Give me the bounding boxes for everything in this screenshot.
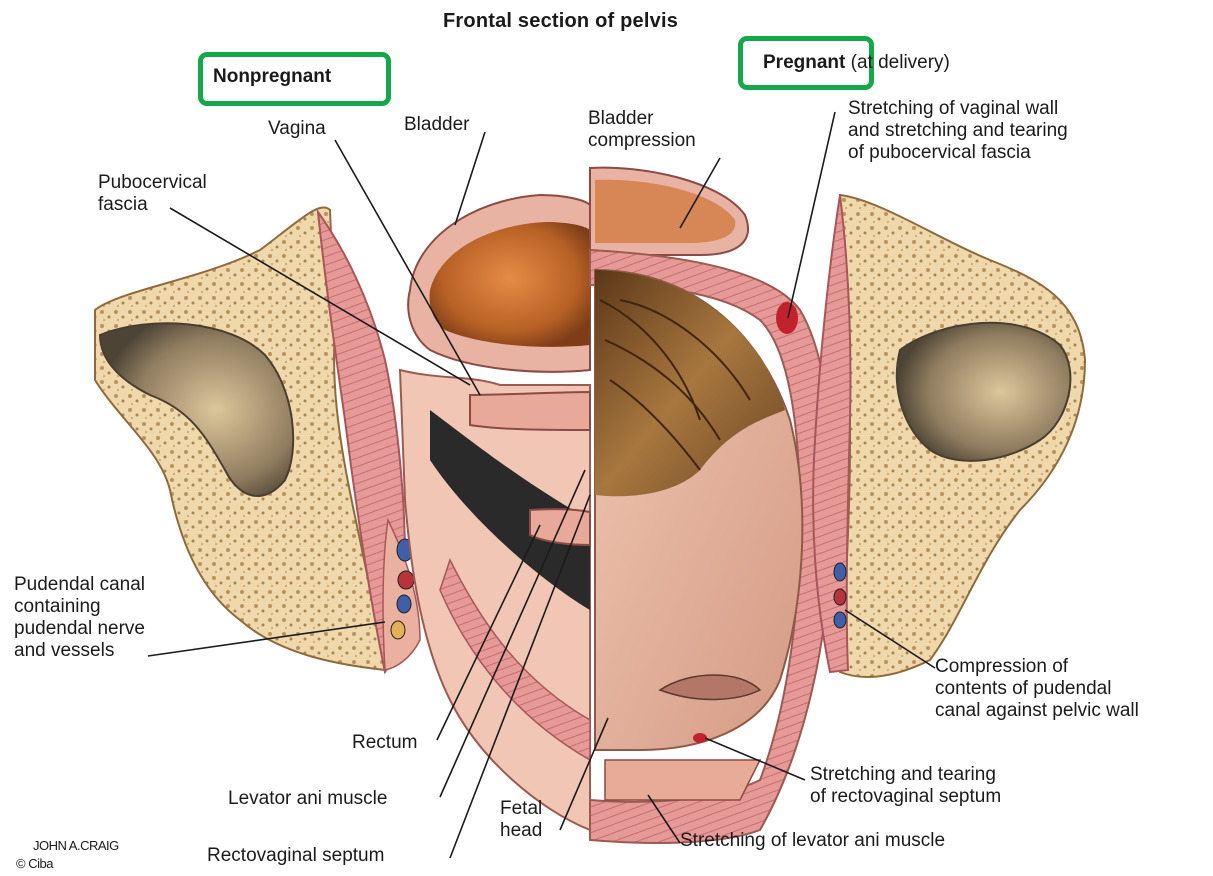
- artist-signature: JOHN A.CRAIG: [33, 838, 119, 853]
- figure-title: Frontal section of pelvis: [443, 10, 678, 33]
- label-stretching-levator: Stretching of levator ani muscle: [680, 830, 945, 852]
- heading-nonpregnant: Nonpregnant: [213, 66, 331, 88]
- label-stretching-vaginal-wall: Stretching of vaginal wall and stretchin…: [848, 98, 1068, 164]
- label-compression-pudendal: Compression of contents of pudendal cana…: [935, 656, 1139, 722]
- heading-pregnant-suffix: (at delivery): [845, 52, 950, 73]
- right-levator-muscle: [813, 195, 850, 672]
- label-stretching-rectovaginal: Stretching and tearing of rectovaginal s…: [810, 764, 1001, 808]
- left-central-structures: [400, 370, 590, 830]
- label-fetal-head: Fetal head: [500, 798, 542, 842]
- label-bladder: Bladder: [404, 114, 470, 136]
- copyright-note: © Ciba: [16, 856, 53, 871]
- label-rectum: Rectum: [352, 732, 417, 754]
- heading-pregnant: Pregnant (at delivery): [763, 52, 950, 74]
- fetal-head: [595, 270, 802, 800]
- label-pudendal-canal: Pudendal canal containing pudendal nerve…: [14, 574, 145, 662]
- right-bladder-compressed: [590, 168, 748, 255]
- label-bladder-compression: Bladder compression: [588, 108, 696, 152]
- heading-pregnant-bold: Pregnant: [763, 52, 845, 73]
- right-pelvic-bone: [840, 195, 1085, 677]
- label-vagina: Vagina: [268, 118, 326, 140]
- label-levator-ani: Levator ani muscle: [228, 788, 387, 810]
- label-rectovaginal-septum: Rectovaginal septum: [207, 845, 384, 867]
- left-bladder: [408, 195, 590, 372]
- label-pubocervical-fascia: Pubocervical fascia: [98, 172, 207, 216]
